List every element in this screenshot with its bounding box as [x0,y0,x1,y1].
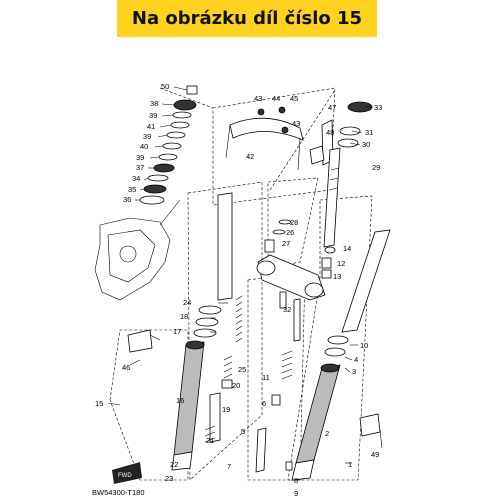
callout-15: 15 [95,399,103,408]
callout-46: 46 [122,363,130,372]
callout-37: 37 [136,163,144,172]
callout-39: 39 [143,132,151,141]
callout-31: 31 [365,128,373,137]
callout-7: 7 [227,462,231,471]
upper-bracket [225,106,334,171]
callout-18: 18 [180,312,188,321]
callout-43: 43 [292,119,300,128]
callout-9: 9 [294,489,298,498]
callout-26: 26 [286,228,294,237]
bearing-stack-left [139,85,198,205]
title-banner: Na obrázku díl číslo 15 [117,0,377,37]
callout-8: 8 [294,476,298,485]
callout-27: 27 [282,239,290,248]
callout-48: 48 [326,128,334,137]
frame-steering-head [94,199,181,301]
callout-30: 30 [362,140,370,149]
callout-11: 11 [262,373,270,382]
callout-22: 22 [170,460,178,469]
leader-lines [107,86,383,464]
callout-32: 32 [283,305,291,314]
callout-43: 43 [254,94,262,103]
callout-labels: 50 38 39 41 39 40 39 37 34 35 36 43 44 4… [95,82,382,498]
callout-16: 16 [176,396,184,405]
steering-stem [256,147,341,309]
callout-12: 12 [337,259,345,268]
callout-40: 40 [140,142,148,151]
callout-23: 23 [165,474,173,483]
callout-13: 13 [333,272,341,281]
callout-41: 41 [147,122,155,131]
bearing-stack-right [337,101,373,148]
callout-19: 19 [222,405,230,414]
callout-45: 45 [290,94,298,103]
callout-44: 44 [272,94,280,103]
fwd-label: FWD [118,473,132,479]
callout-25: 25 [238,365,246,374]
fork-left-inner [193,192,243,443]
callout-17: 17 [173,327,181,336]
callout-24: 24 [183,298,191,307]
callout-1: 1 [348,460,352,469]
callout-36: 36 [123,195,131,204]
callout-28: 28 [290,218,298,227]
callout-6: 6 [262,399,266,408]
callout-34: 34 [132,174,140,183]
fwd-mark: FWD [112,462,142,484]
small-parts [264,219,336,279]
callout-2: 2 [325,429,329,438]
callout-49: 49 [371,450,379,459]
callout-38: 38 [150,99,158,108]
callout-29: 29 [372,163,380,172]
callout-42: 42 [246,152,254,161]
callout-21: 21 [206,436,214,445]
center-rod [255,298,301,473]
banner-text: Na obrázku díl číslo 15 [131,8,363,29]
callout-50: 50 [161,82,169,91]
callout-14: 14 [343,244,351,253]
callout-20: 20 [232,381,240,390]
callout-10: 10 [360,341,368,350]
fork-right [291,229,391,481]
callout-33: 33 [374,103,382,112]
callout-35: 35 [128,185,136,194]
diagram-code: BW54300-T180 [92,488,145,497]
callout-47: 47 [328,103,336,112]
callout-39: 39 [136,153,144,162]
callout-3: 3 [352,367,356,376]
fork-left-outer [127,329,205,471]
callout-39: 39 [149,111,157,120]
callout-4: 4 [354,355,358,364]
callout-5: 5 [241,427,245,436]
